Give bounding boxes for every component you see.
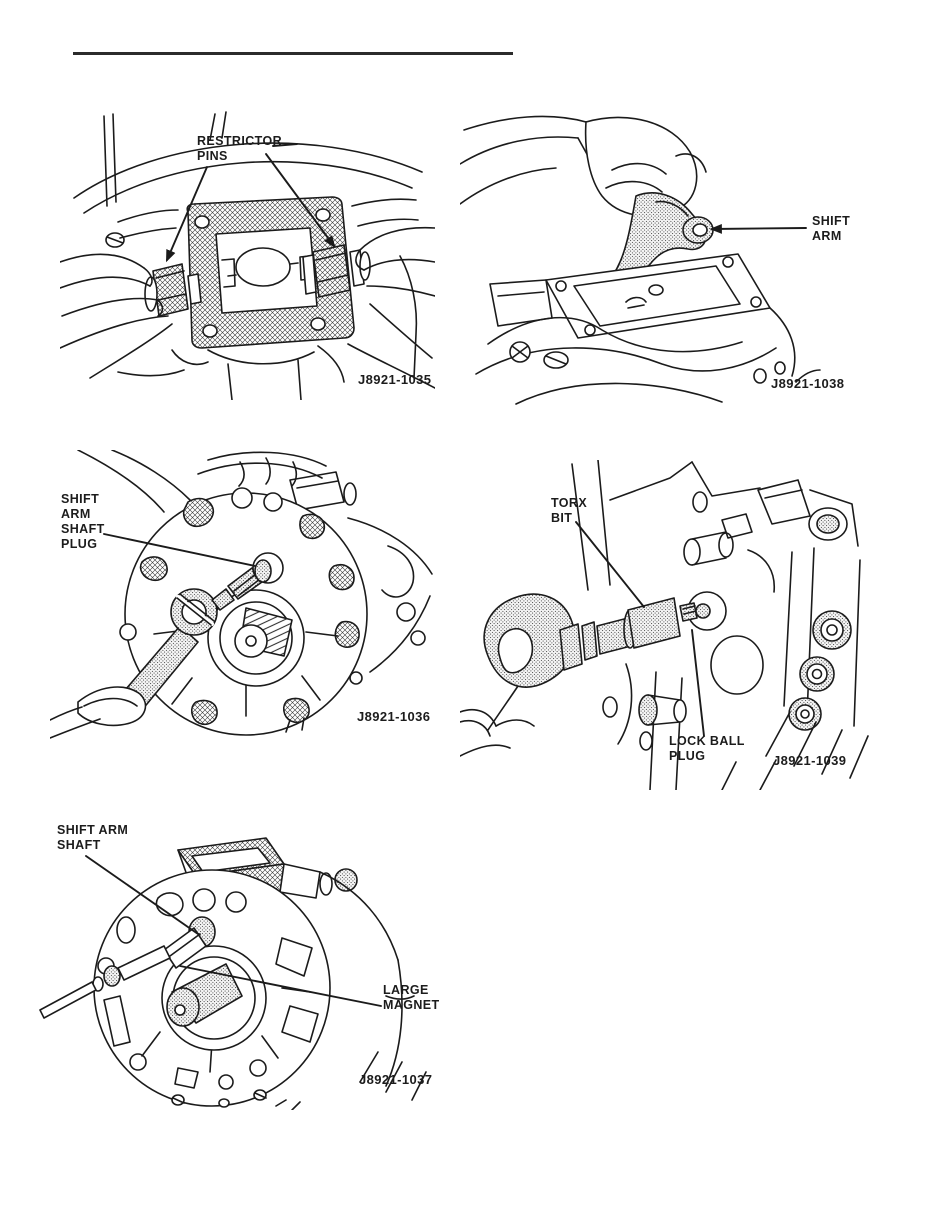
figure-number-j8921-1036: J8921-1036 (357, 709, 431, 724)
top-rule (73, 52, 513, 55)
figure-number-j8921-1037: J8921-1037 (359, 1072, 433, 1087)
leader-restrictor-pin-left (166, 166, 208, 263)
figure-j8921-1039 (460, 460, 880, 790)
shift-arm-shaft-plug-illustration (50, 450, 433, 739)
callout-lock-ball-plug: LOCK BALL PLUG (669, 734, 745, 763)
callout-shift-arm-shaft-plug: SHIFT ARM SHAFT PLUG (61, 492, 105, 551)
leader-large-magnet (179, 965, 382, 1007)
leader-torx-bit (575, 521, 645, 608)
figure-j8921-1038 (460, 112, 860, 407)
leader-shift-arm-shaft-plug (103, 533, 256, 567)
callout-large-magnet: LARGE MAGNET (383, 983, 440, 1012)
figure-number-j8921-1035: J8921-1035 (358, 372, 432, 387)
lock-ball-plug-part (695, 603, 711, 619)
figure-j8921-1037 (30, 810, 450, 1110)
large-magnet-illustration (39, 837, 427, 1110)
leader-shift-arm-shaft (85, 855, 199, 935)
shift-arm-illustration (460, 115, 821, 405)
figure-j8921-1036 (50, 450, 440, 740)
callout-shift-arm: SHIFT ARM (812, 214, 851, 243)
leader-restrictor-pin-right (265, 153, 336, 248)
leader-lock-ball-plug (691, 629, 705, 737)
lock-ball-plug-illustration (460, 460, 869, 790)
figure-j8921-1035 (60, 110, 435, 400)
callout-torx-bit: TORX BIT (551, 496, 588, 525)
torx-bit-part (679, 602, 698, 622)
figure-number-j8921-1039: J8921-1039 (773, 753, 847, 768)
shift-arm-shaft-plug-part (254, 559, 272, 583)
arrow-shift-arm (709, 223, 807, 234)
restrictor-pins-illustration (60, 111, 435, 400)
callout-shift-arm-shaft: SHIFT ARM SHAFT (57, 823, 129, 852)
callout-restrictor-pins: RESTRICTOR PINS (197, 134, 283, 163)
figure-number-j8921-1038: J8921-1038 (771, 376, 845, 391)
